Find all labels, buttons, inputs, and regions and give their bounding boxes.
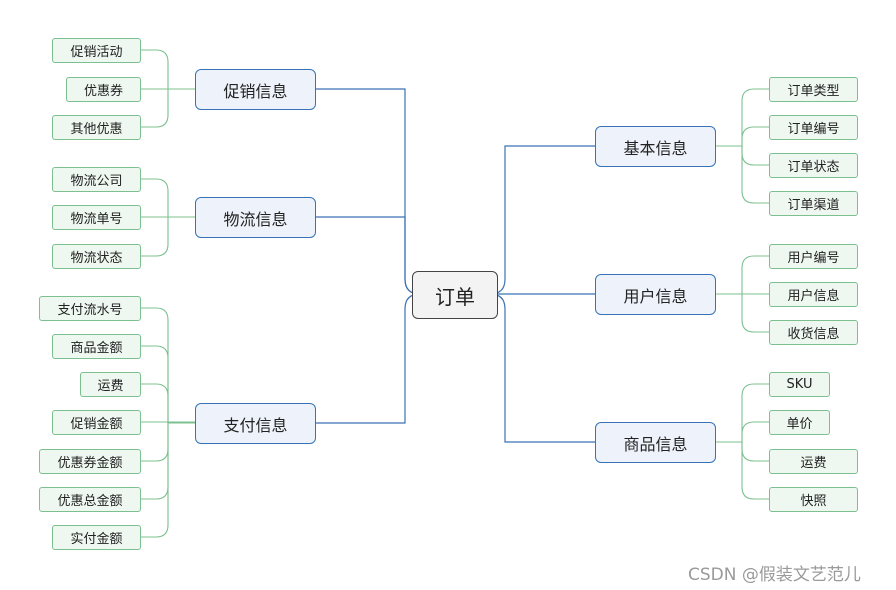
left-leaf[interactable]: 物流公司 (52, 167, 141, 192)
connector (316, 293, 421, 424)
right-leaf[interactable]: 订单状态 (769, 153, 858, 178)
connector (716, 255, 769, 295)
connector (716, 441, 769, 500)
right-leaf[interactable]: 快照 (769, 487, 858, 512)
left-leaf[interactable]: 促销活动 (52, 38, 141, 63)
right-branch-1[interactable]: 用户信息 (595, 274, 716, 315)
left-leaf[interactable]: 优惠总金额 (39, 487, 141, 512)
left-leaf[interactable]: 商品金额 (52, 334, 141, 359)
connector (141, 345, 195, 424)
connector (716, 421, 769, 443)
root-node[interactable]: 订单 (412, 271, 498, 319)
left-leaf[interactable]: 实付金额 (52, 525, 141, 550)
left-branch-2[interactable]: 支付信息 (195, 403, 316, 444)
right-leaf[interactable]: 订单编号 (769, 115, 858, 140)
connector (141, 216, 195, 257)
left-branch-0[interactable]: 促销信息 (195, 69, 316, 110)
left-leaf[interactable]: 支付流水号 (39, 296, 141, 321)
left-leaf[interactable]: 运费 (80, 372, 141, 397)
connector (716, 383, 769, 443)
connector (141, 88, 195, 128)
right-leaf[interactable]: 用户信息 (769, 282, 858, 307)
connector (316, 216, 421, 295)
connector (489, 145, 595, 295)
connector (141, 422, 195, 538)
connector (141, 49, 195, 90)
connector (141, 307, 195, 424)
connector (716, 88, 769, 147)
right-leaf[interactable]: 用户编号 (769, 244, 858, 269)
connector (716, 145, 769, 204)
left-leaf[interactable]: 优惠券金额 (39, 449, 141, 474)
right-leaf[interactable]: 收货信息 (769, 320, 858, 345)
left-leaf[interactable]: 促销金额 (52, 410, 141, 435)
left-leaf[interactable]: 优惠券 (66, 77, 141, 102)
right-branch-2[interactable]: 商品信息 (595, 422, 716, 463)
connector (716, 293, 769, 333)
right-leaf[interactable]: SKU (769, 372, 830, 397)
right-branch-0[interactable]: 基本信息 (595, 126, 716, 167)
connector (141, 383, 195, 424)
watermark: CSDN @假装文艺范儿 (688, 565, 861, 585)
connector (489, 293, 595, 443)
connector (716, 126, 769, 147)
left-leaf[interactable]: 物流状态 (52, 244, 141, 269)
right-leaf[interactable]: 单价 (769, 410, 830, 435)
right-leaf[interactable]: 订单类型 (769, 77, 858, 102)
left-branch-1[interactable]: 物流信息 (195, 197, 316, 238)
right-leaf[interactable]: 运费 (769, 449, 858, 474)
connector (141, 178, 195, 218)
right-leaf[interactable]: 订单渠道 (769, 191, 858, 216)
left-leaf[interactable]: 物流单号 (52, 205, 141, 230)
left-leaf[interactable]: 其他优惠 (52, 115, 141, 140)
